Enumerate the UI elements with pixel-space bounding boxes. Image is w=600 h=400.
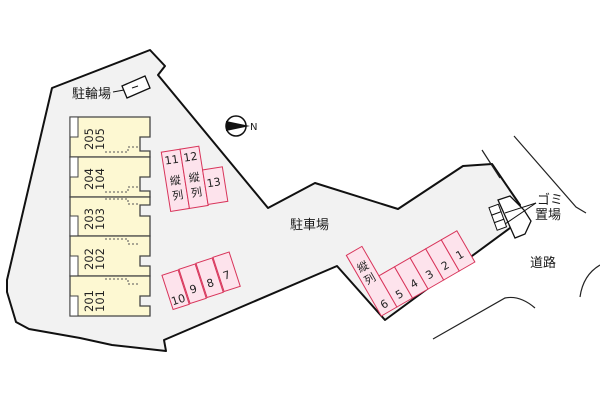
- road-edges: [432, 135, 600, 340]
- garbage-label-line1: ゴミ: [537, 192, 563, 208]
- unit-upper-number: 203: [82, 208, 96, 230]
- unit-lower-number: 101: [93, 290, 107, 312]
- svg-text:7: 7: [221, 268, 232, 283]
- parking-slot-12: 12 縦 列: [179, 145, 209, 210]
- unit-upper-number: 202: [82, 248, 96, 270]
- apartment-building: 205 105 204 104 203 103 202 102: [69, 116, 151, 317]
- unit-lower-number: 103: [93, 208, 107, 230]
- garbage-label-line2: 置場: [535, 208, 561, 223]
- parking-slot-3: 3: [409, 248, 445, 290]
- parking-group-c: 縦 列 6 5 4 3 2 1: [345, 230, 476, 317]
- parking-slot-13: 13: [202, 166, 229, 206]
- unit-201-101: 201 101: [69, 275, 151, 317]
- unit-lower-number: 105: [93, 128, 107, 150]
- svg-text:10: 10: [170, 292, 187, 309]
- unit-205-105: 205 105: [69, 116, 151, 158]
- unit-203-103: 203 103: [69, 196, 151, 237]
- svg-text:9: 9: [188, 282, 199, 297]
- parking-slot-9: 9: [178, 263, 207, 305]
- svg-text:13: 13: [206, 175, 222, 190]
- svg-text:N: N: [250, 122, 257, 133]
- parking-slot-2: 2: [425, 239, 460, 281]
- svg-text:縦: 縦: [188, 171, 201, 186]
- parking-slot-11: 11 縦 列: [160, 148, 191, 212]
- unit-lower-number: 104: [93, 168, 107, 190]
- parking-lot-label: 駐車場: [290, 218, 329, 233]
- svg-text:12: 12: [183, 150, 199, 165]
- unit-lower-number: 102: [93, 248, 107, 270]
- svg-text:列: 列: [190, 184, 203, 200]
- parking-slot-10: 10: [161, 269, 190, 311]
- bicycle-parking-label: 駐輪場: [72, 86, 111, 102]
- parking-slot-7: 7: [212, 251, 241, 293]
- unit-upper-number: 205: [82, 128, 96, 150]
- parking-group-a: 11 縦 列 12 縦 列 13: [160, 145, 229, 212]
- svg-text:8: 8: [205, 276, 216, 291]
- unit-upper-number: 201: [82, 290, 96, 312]
- svg-text:列: 列: [171, 187, 184, 203]
- unit-upper-number: 204: [82, 168, 96, 190]
- north-arrow-icon: N: [225, 115, 257, 137]
- parking-group-b: 10 9 8 7: [161, 251, 241, 311]
- parking-slot-8: 8: [195, 257, 224, 299]
- parking-slot-1: 1: [440, 230, 476, 272]
- svg-text:縦: 縦: [169, 174, 182, 189]
- garbage-station: [488, 195, 537, 239]
- unit-204-104: 204 104: [69, 156, 151, 198]
- bicycle-shed: [112, 75, 151, 99]
- road-label: 道路: [530, 255, 556, 271]
- svg-text:11: 11: [164, 153, 180, 168]
- parking-slot-6: 縦 列 6: [345, 245, 398, 317]
- unit-202-102: 202 102: [69, 235, 151, 277]
